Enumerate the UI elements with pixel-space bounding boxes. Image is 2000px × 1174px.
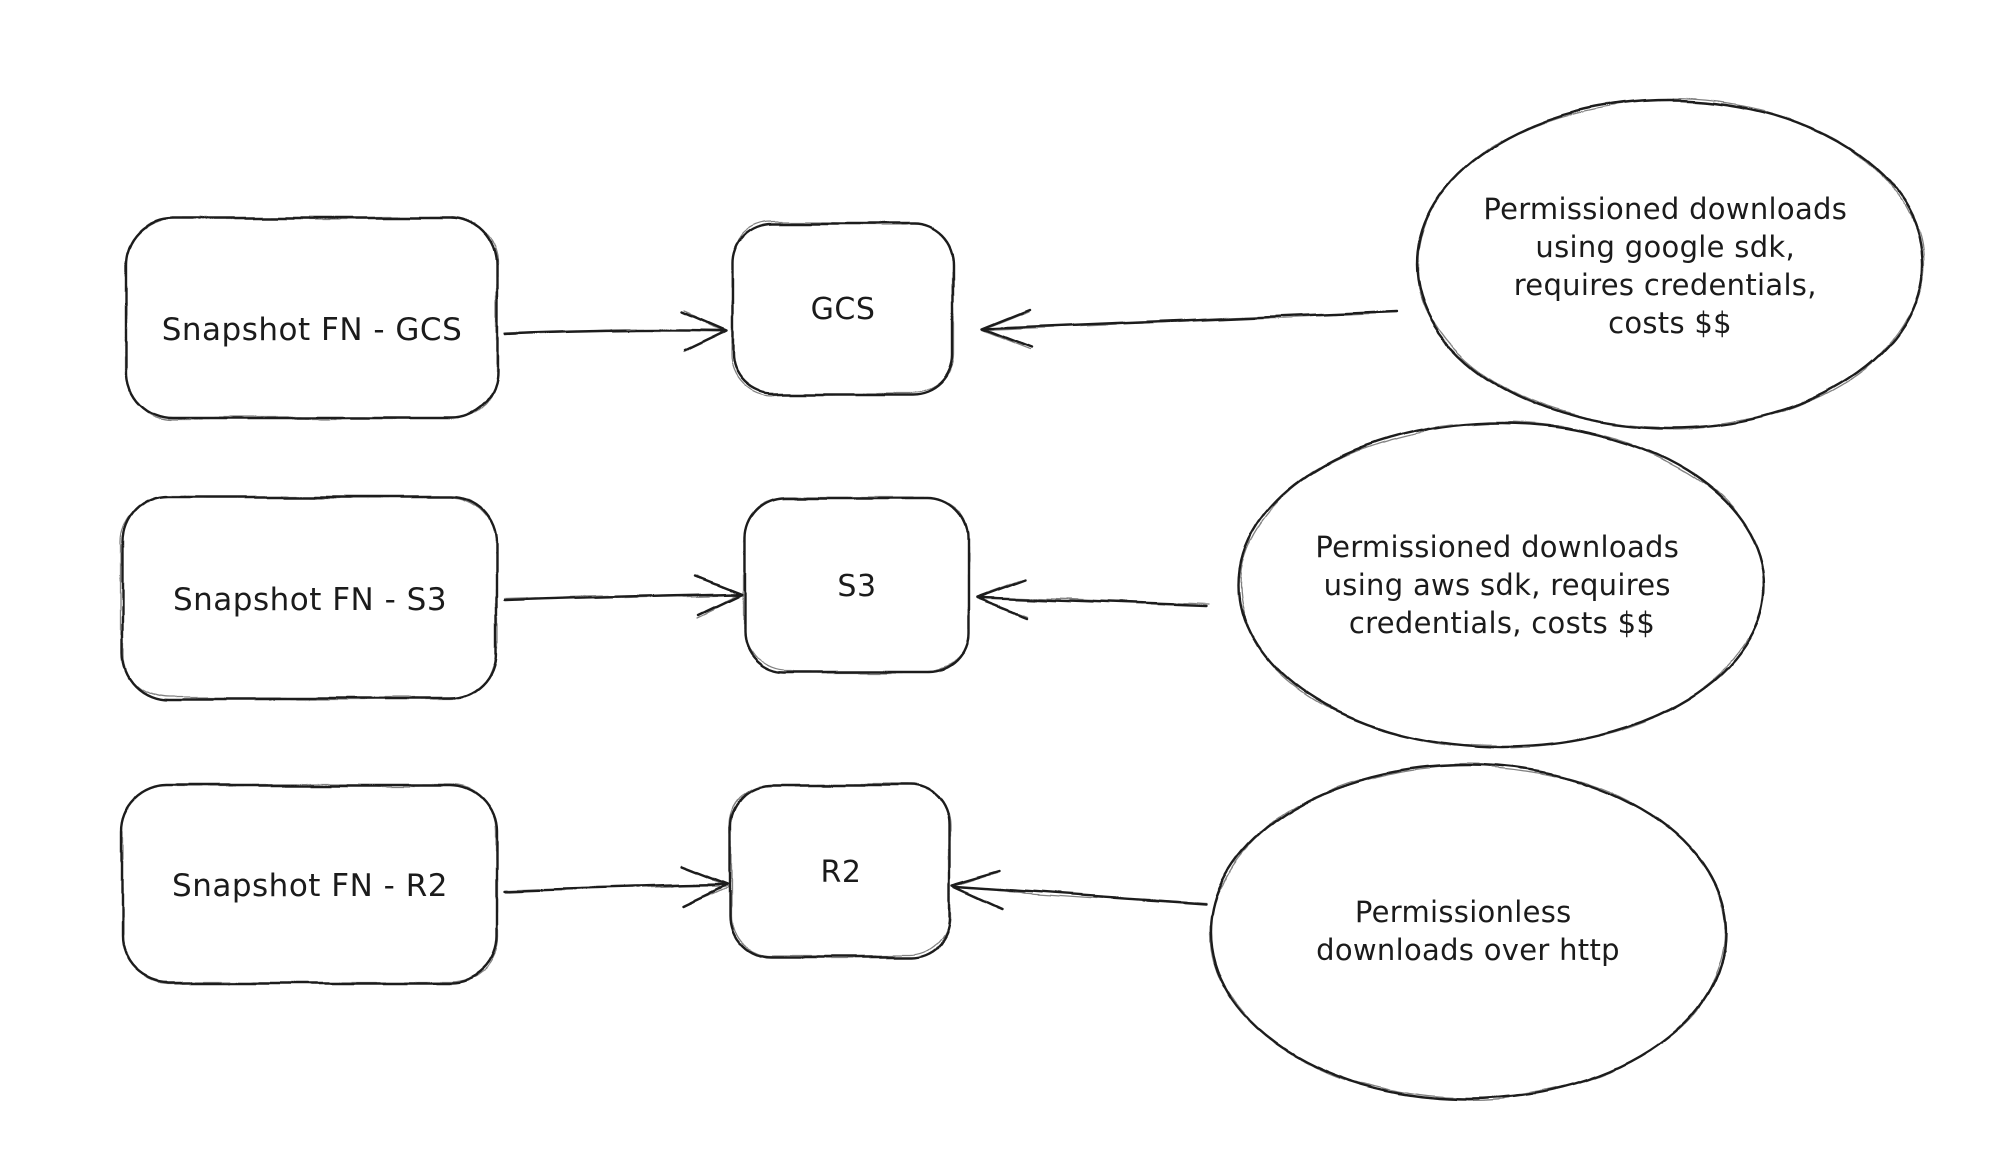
note-s3-text: Permissioned downloads using aws sdk, re…: [1315, 530, 1688, 640]
source-box-r2-label: Snapshot FN - R2: [172, 868, 448, 904]
storage-box-gcs-label: GCS: [811, 292, 876, 327]
storage-box-r2-label: R2: [821, 855, 862, 890]
note-s3-line-2: using aws sdk, requires: [1324, 568, 1671, 602]
note-s3-line-3: credentials, costs $$: [1349, 606, 1655, 640]
note-gcs-line-3: requires credentials,: [1514, 268, 1817, 302]
source-box-gcs-label: Snapshot FN - GCS: [162, 312, 463, 348]
note-gcs-line-2: using google sdk,: [1535, 230, 1795, 264]
note-gcs-line-1: Permissioned downloads: [1483, 192, 1847, 226]
storage-box-s3-label: S3: [837, 569, 876, 604]
note-r2-line-2: downloads over http: [1316, 933, 1620, 967]
labels-layer: Snapshot FN - GCS GCS Permissioned downl…: [162, 192, 1856, 967]
source-box-s3-label: Snapshot FN - S3: [173, 582, 447, 618]
note-r2-text: Permissionless downloads over http: [1316, 895, 1620, 967]
note-r2-line-1: Permissionless: [1355, 895, 1572, 929]
note-gcs-line-4: costs $$: [1608, 306, 1732, 340]
note-s3-line-1: Permissioned downloads: [1315, 530, 1679, 564]
note-gcs-text: Permissioned downloads using google sdk,…: [1483, 192, 1856, 340]
